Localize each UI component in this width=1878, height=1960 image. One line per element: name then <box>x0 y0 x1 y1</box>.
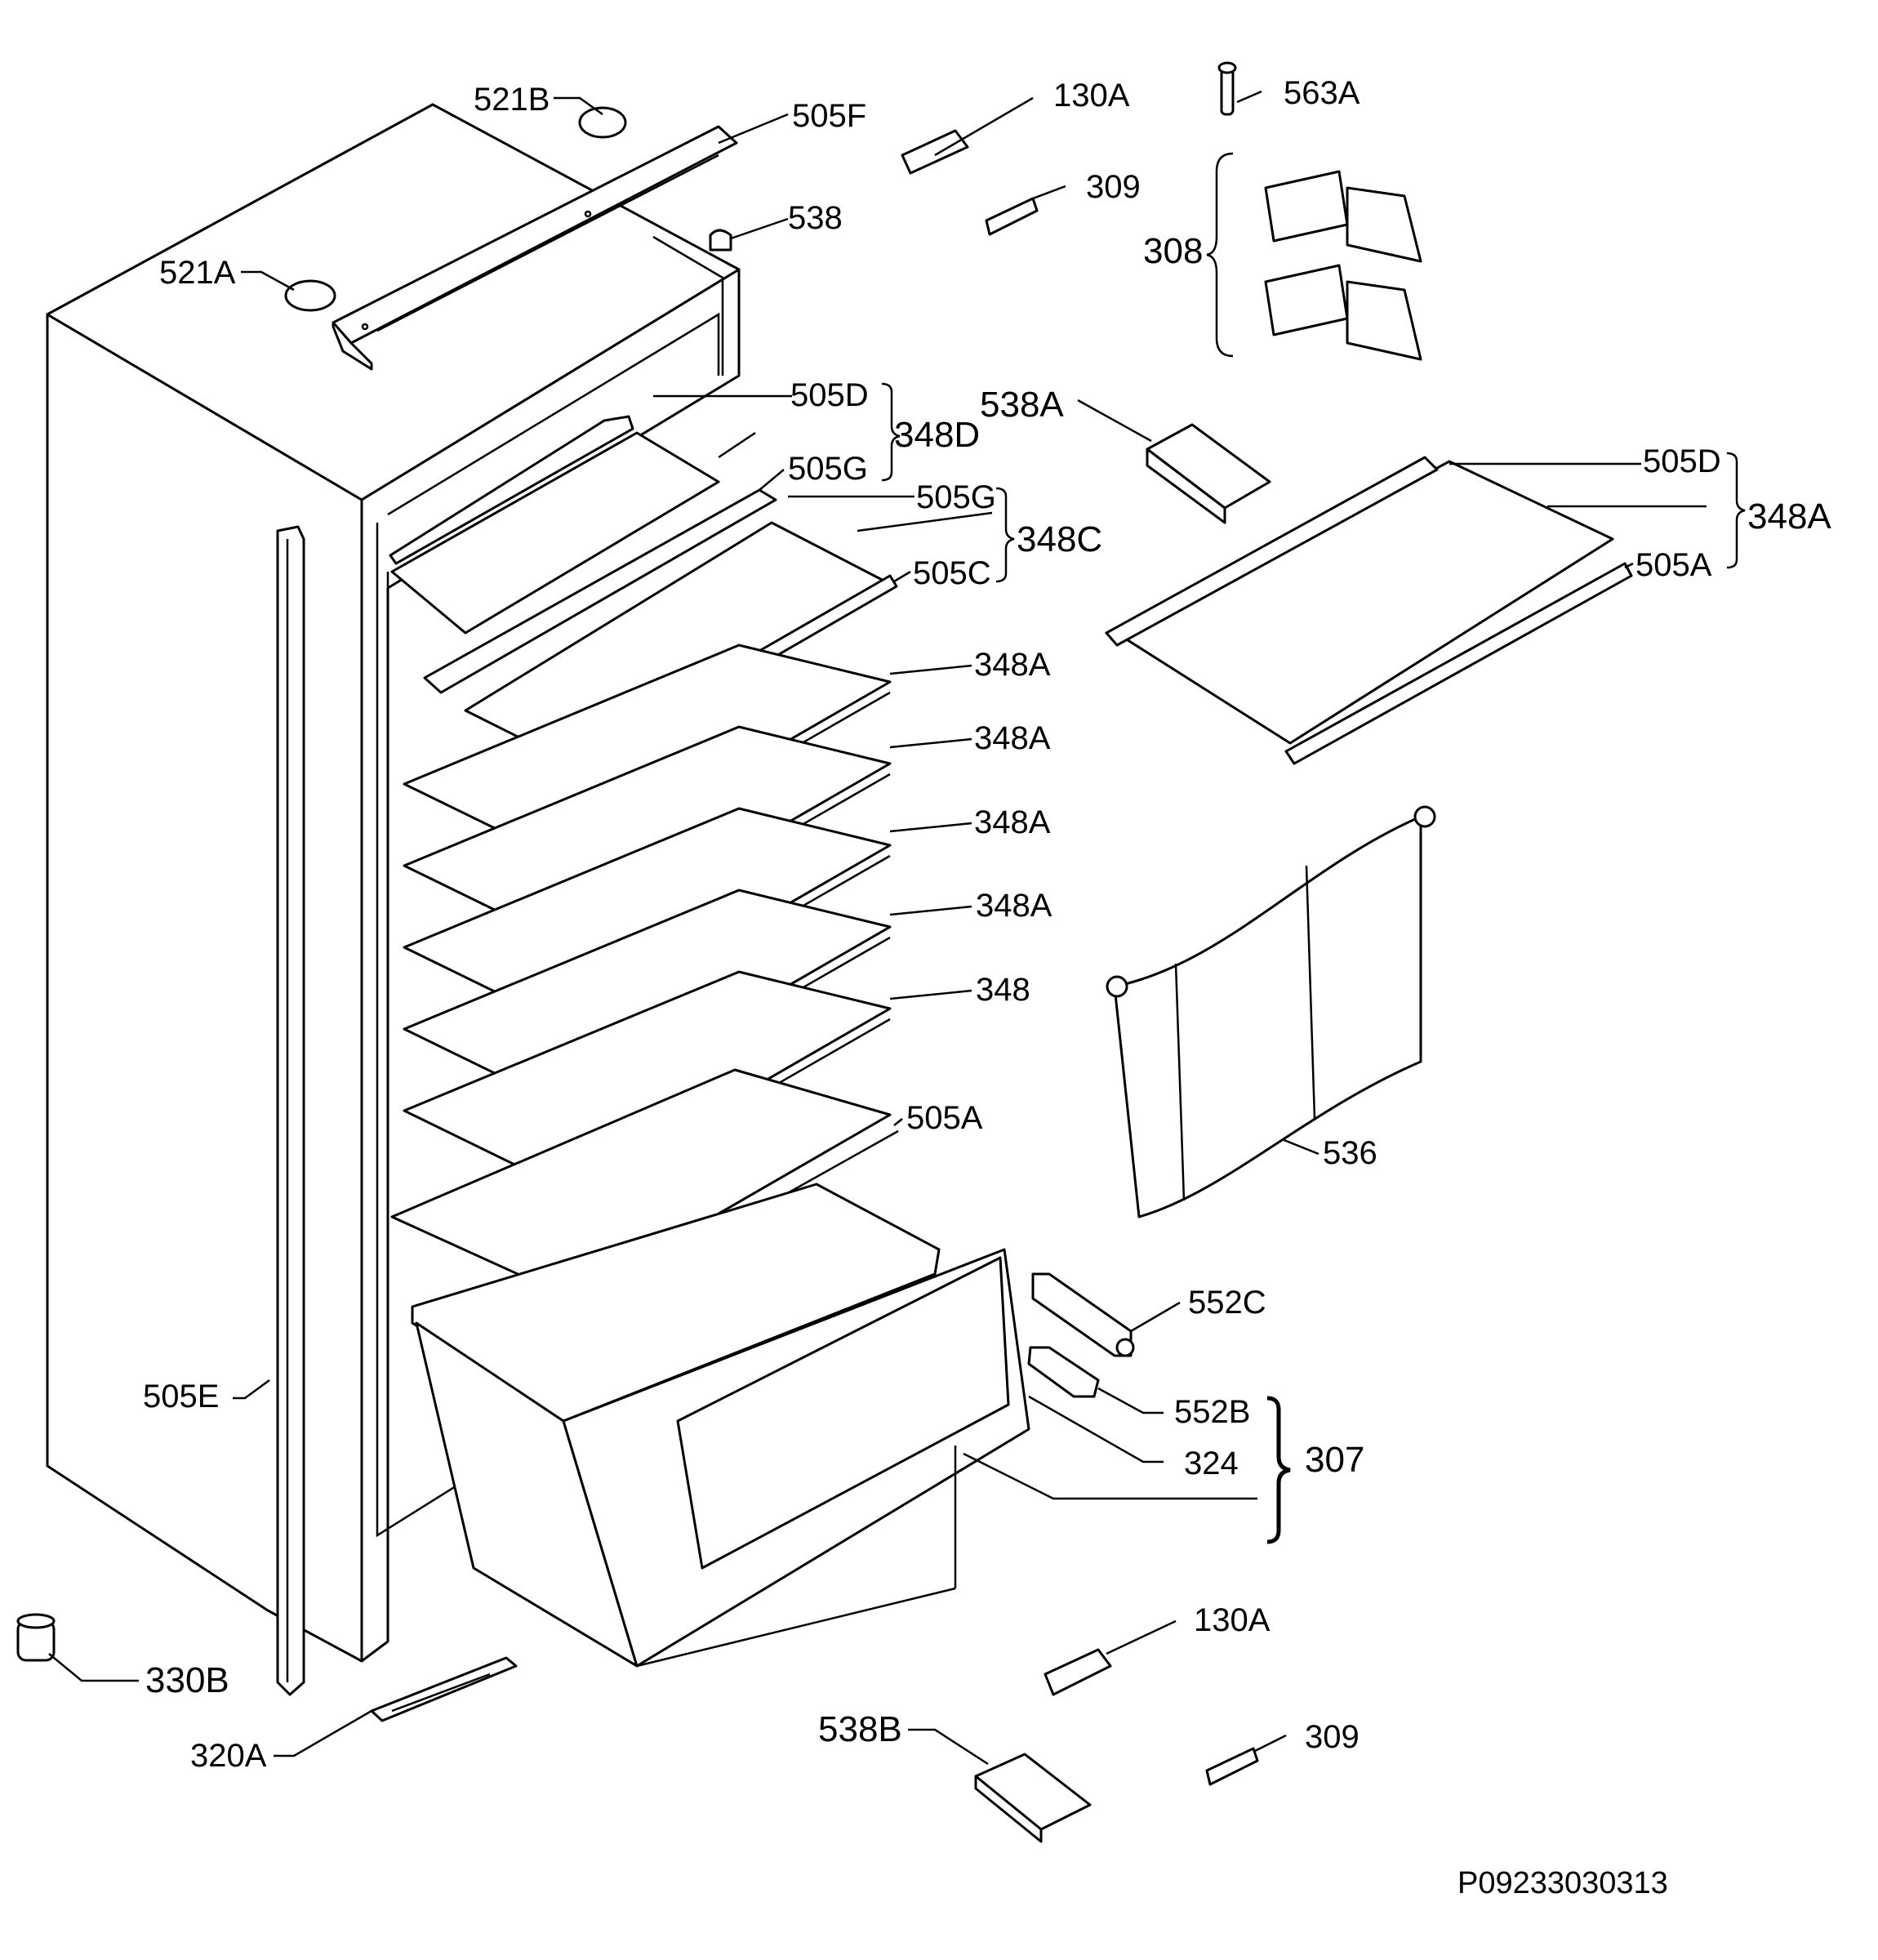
label-538B: 538B <box>818 1709 902 1749</box>
label-348A-4: 348A <box>976 888 1052 924</box>
label-505A-right: 505A <box>1635 547 1712 583</box>
label-552C: 552C <box>1188 1285 1266 1321</box>
label-505E: 505E <box>143 1379 219 1414</box>
label-330B: 330B <box>145 1660 229 1700</box>
label-320A: 320A <box>190 1738 267 1774</box>
top-strip-505F <box>332 125 738 371</box>
label-348: 348 <box>976 972 1030 1008</box>
shelf-348A-right <box>1105 456 1633 765</box>
screw-563A <box>1217 61 1237 116</box>
hinge-block-538B <box>974 1753 1092 1843</box>
leader-lines <box>48 90 1707 1766</box>
bracket-130A-top <box>901 129 969 175</box>
label-505A-left: 505A <box>906 1100 983 1136</box>
label-552B: 552B <box>1174 1394 1250 1430</box>
label-505F: 505F <box>792 98 866 134</box>
bracket-130A-bottom <box>1044 1648 1112 1696</box>
hinge-block-538A <box>1146 423 1271 524</box>
drawing-code: P09233030313 <box>1457 1866 1668 1900</box>
label-536: 536 <box>1323 1135 1377 1171</box>
cap-521B <box>578 106 627 139</box>
label-308: 308 <box>1143 231 1203 271</box>
rail-552C <box>1031 1272 1135 1357</box>
label-505D-right: 505D <box>1643 443 1721 479</box>
crisper-drawer <box>411 1183 1030 1668</box>
label-309-bottom: 309 <box>1305 1719 1360 1755</box>
label-563A: 563A <box>1284 75 1360 111</box>
hinge-pin-538 <box>709 229 732 252</box>
label-521B: 521B <box>474 82 550 118</box>
door-seal-505E <box>276 525 305 1696</box>
label-538A: 538A <box>980 385 1064 425</box>
label-307: 307 <box>1305 1440 1364 1480</box>
label-348D: 348D <box>894 415 980 455</box>
label-505G-1: 505G <box>788 451 868 487</box>
label-309-top: 309 <box>1086 169 1141 205</box>
shelf-348D <box>389 415 720 635</box>
hinge-set-308 <box>1264 170 1422 361</box>
label-324: 324 <box>1184 1446 1239 1481</box>
group-braces <box>881 152 1746 1544</box>
label-348A-3: 348A <box>974 804 1051 840</box>
foot-330B <box>16 1613 56 1662</box>
label-538: 538 <box>788 200 843 236</box>
rail-552B <box>1027 1346 1100 1398</box>
flap-536 <box>1106 805 1436 1218</box>
plate-320A <box>370 1656 518 1722</box>
part-labels: 521B 505F 130A 563A 309 538 308 521A 538… <box>143 75 1831 1774</box>
label-130A-bottom: 130A <box>1194 1602 1271 1638</box>
label-348C: 348C <box>1017 519 1102 559</box>
cap-521A <box>284 279 336 312</box>
label-348A-2: 348A <box>974 720 1051 756</box>
label-505D-left: 505D <box>790 377 869 413</box>
label-348A-1: 348A <box>974 647 1051 683</box>
label-130A-top: 130A <box>1053 78 1130 114</box>
label-309-bottom <box>1205 1747 1259 1786</box>
label-348A-right: 348A <box>1747 497 1831 537</box>
label-505C: 505C <box>913 555 991 591</box>
label-521A: 521A <box>159 255 236 291</box>
label-309-top <box>985 197 1039 236</box>
label-505G-2: 505G <box>916 479 996 515</box>
